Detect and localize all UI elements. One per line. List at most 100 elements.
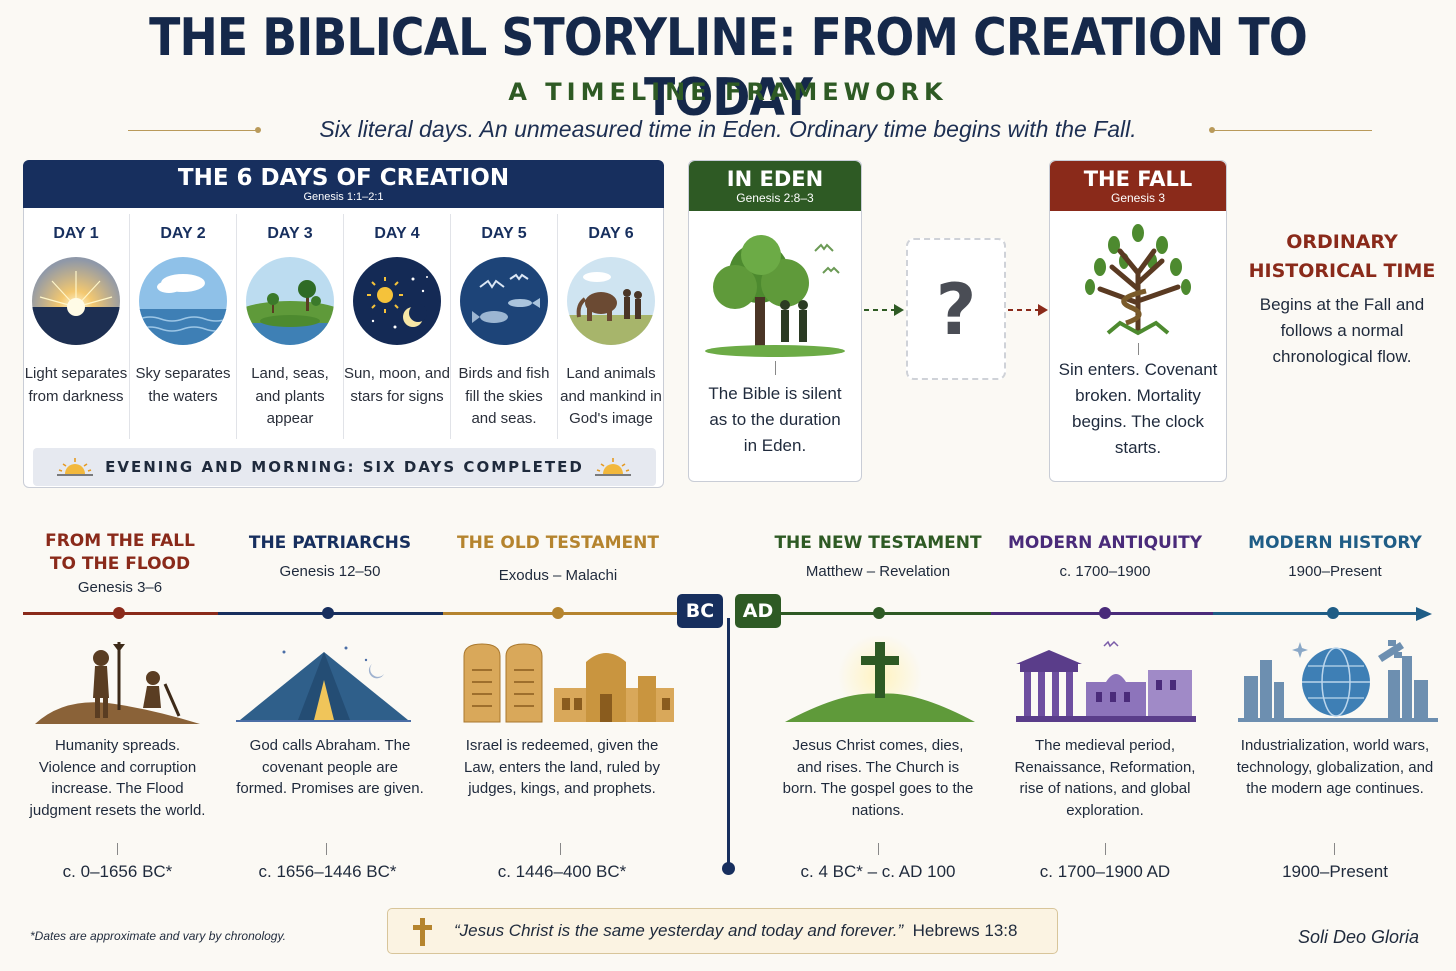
creation-day-4: DAY 4 Sun, moon, and stars for signs <box>344 210 450 440</box>
sky-water-icon <box>139 257 227 345</box>
dashed-arrow-to-fall <box>1006 302 1050 323</box>
tent-icon <box>236 640 411 731</box>
era-dates: 1900–Present <box>1282 862 1388 881</box>
day-description: Light separates from darkness <box>24 365 128 405</box>
era-dates: c. 0–1656 BC* <box>62 862 173 881</box>
era-dates: c. 4 BC* – c. AD 100 <box>800 862 956 881</box>
land-plants-icon <box>246 257 334 345</box>
tagline-rule-right <box>1209 127 1372 133</box>
day-label: DAY 2 <box>160 225 206 242</box>
quote-text: “Jesus Christ is the same yesterday and … <box>454 921 904 940</box>
eden-reference: Genesis 2:8–3 <box>736 191 814 205</box>
era-tick <box>1105 843 1106 855</box>
eden-header: IN EDEN Genesis 2:8–3 <box>689 161 861 211</box>
era-dates: c. 1700–1900 AD <box>1039 862 1171 881</box>
fall-title: THE FALL <box>1083 167 1193 191</box>
timeline-dot <box>552 607 564 619</box>
era-tick <box>560 843 561 855</box>
bc-marker: BC <box>677 594 723 628</box>
sun-moon-stars-icon <box>353 257 441 345</box>
creation-day-3: DAY 3 Land, seas, and plants appear <box>237 210 343 440</box>
era-description: Humanity spreads. Violence and corruptio… <box>29 737 206 819</box>
scripture-quote-box: “Jesus Christ is the same yesterday and … <box>387 908 1058 954</box>
day-description: Land animals and mankind in God's image <box>560 365 662 427</box>
bc-ad-divider <box>727 618 730 868</box>
era-dates: c. 1656–1446 BC* <box>258 862 397 881</box>
era-tick <box>878 843 879 855</box>
classical-buildings-icon <box>1016 640 1196 729</box>
day-description: Land, seas, and plants appear <box>251 365 329 427</box>
signature: Soli Deo Gloria <box>1298 927 1420 947</box>
tagline: Six literal days. An unmeasured time in … <box>319 116 1137 142</box>
timeline-dot <box>322 607 334 619</box>
day-divider <box>450 214 451 439</box>
ordinary-time-title: ORDINARY HISTORICAL TIME <box>1248 231 1436 282</box>
fall-tree-serpent-icon <box>1050 211 1226 343</box>
era-tick <box>326 843 327 855</box>
era-title: THE PATRIARCHS <box>248 533 412 553</box>
day-label: DAY 4 <box>374 225 420 242</box>
cross-hill-icon <box>785 634 975 731</box>
tagline-rule-left <box>128 127 261 133</box>
era-title: THE OLD TESTAMENT <box>457 533 659 553</box>
era-title: MODERN ANTIQUITY <box>1007 533 1203 553</box>
quote-reference: Hebrews 13:8 <box>912 921 1018 940</box>
fall-header: THE FALL Genesis 3 <box>1050 161 1226 211</box>
laborers-icon <box>35 638 200 731</box>
ad-marker: AD <box>735 594 781 628</box>
timeline-arrow-icon <box>1416 605 1434 628</box>
bc-ad-divider-end <box>722 862 735 875</box>
creation-day-2: DAY 2 Sky separates the waters <box>130 210 236 440</box>
cross-icon <box>412 918 432 951</box>
fall-card: THE FALL Genesis 3 Sin enters. Covenant … <box>1049 160 1227 482</box>
connector-tick <box>1137 343 1139 355</box>
globe-city-icon <box>1238 636 1438 729</box>
timeline-dot <box>1327 607 1339 619</box>
day-label: DAY 5 <box>481 225 527 242</box>
era-reference: 1900–Present <box>1288 563 1382 580</box>
sunset-icon <box>57 456 93 483</box>
creation-day-6: DAY 6 Land animals and mankind in God's … <box>558 210 664 440</box>
day-divider <box>343 214 344 439</box>
era-reference: Genesis 12–50 <box>279 563 381 580</box>
fall-description: Sin enters. Covenant broken. Mortality b… <box>1058 360 1218 457</box>
day-label: DAY 1 <box>53 225 99 242</box>
page-title: THE BIBLICAL STORYLINE: FROM CREATION TO… <box>149 8 1308 128</box>
evening-morning-bar: EVENING AND MORNING: SIX DAYS COMPLETED <box>33 448 656 486</box>
scripture-quote: “Jesus Christ is the same yesterday and … <box>454 921 1017 941</box>
connector-tick <box>774 361 776 375</box>
era-description: Jesus Christ comes, dies, and rises. The… <box>782 737 974 819</box>
dashed-arrow-to-unknown <box>862 302 906 323</box>
timeline-dot <box>113 607 125 619</box>
eden-card: IN EDEN Genesis 2:8–3 The Bible is silen… <box>688 160 862 482</box>
era-title: FROM THE FALL TO THE FLOOD <box>45 531 195 574</box>
eden-tree-icon <box>689 211 861 361</box>
day-description: Sun, moon, and stars for signs <box>344 365 450 405</box>
era-reference: c. 1700–1900 <box>1059 563 1151 580</box>
evening-morning-label: EVENING AND MORNING: SIX DAYS COMPLETED <box>105 458 584 476</box>
timeline-dot <box>1099 607 1111 619</box>
creation-panel-header: THE 6 DAYS OF CREATION Genesis 1:1–2:1 <box>23 160 664 208</box>
era-description: God calls Abraham. The covenant people a… <box>236 737 424 797</box>
era-reference: Matthew – Revelation <box>805 563 951 580</box>
timeline-segment-modern-history <box>1213 612 1418 615</box>
era-tick <box>117 843 118 855</box>
creation-title: THE 6 DAYS OF CREATION <box>177 165 510 191</box>
eden-title: IN EDEN <box>726 167 824 191</box>
eden-description: The Bible is silent as to the duration i… <box>708 384 842 455</box>
era-description: Israel is redeemed, given the Law, enter… <box>464 737 660 797</box>
ordinary-time-description: Begins at the Fall and follows a normal … <box>1259 295 1425 366</box>
era-description: Industrialization, world wars, technolog… <box>1236 737 1434 797</box>
animals-mankind-icon <box>567 257 655 345</box>
era-title: MODERN HISTORY <box>1248 533 1422 553</box>
page-subtitle: A TIMELINE FRAMEWORK <box>508 78 948 106</box>
timeline-segment-nt <box>781 612 991 615</box>
era-reference: Genesis 3–6 <box>77 579 163 596</box>
sunrise-icon <box>32 257 120 345</box>
day-divider <box>129 214 130 439</box>
creation-reference: Genesis 1:1–2:1 <box>303 191 384 203</box>
day-description: Birds and fish fill the skies and seas. <box>458 365 550 427</box>
era-reference: Exodus – Malachi <box>498 567 618 584</box>
day-label: DAY 3 <box>267 225 313 242</box>
era-tick <box>1334 843 1335 855</box>
